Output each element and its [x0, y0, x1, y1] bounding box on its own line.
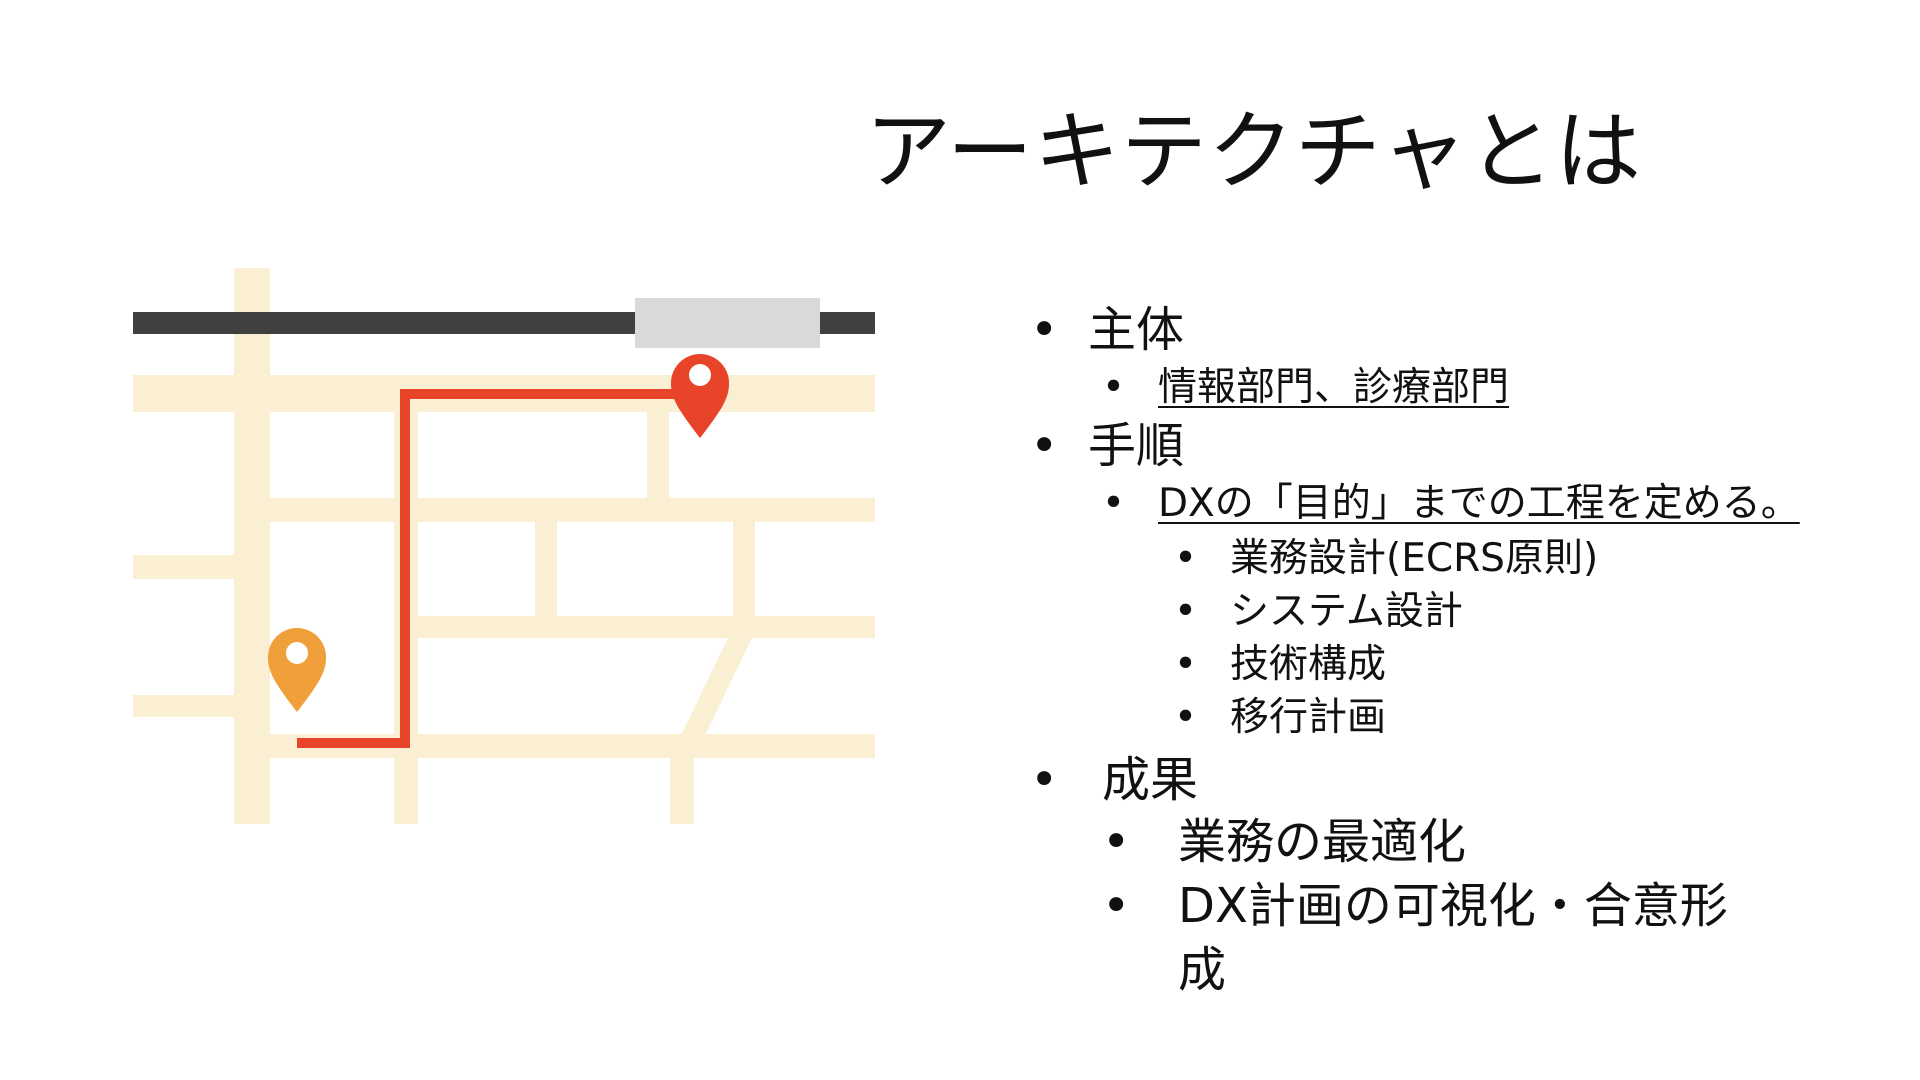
bullet-substep-business-design: • 業務設計(ECRS原則) [1030, 532, 1890, 585]
bullet-dot: • [1102, 365, 1126, 410]
bullet-dot: • [1030, 418, 1059, 474]
procedure-step-link[interactable]: DXの「目的」までの工程を定める。 [1158, 481, 1800, 526]
slide-title: アーキテクチャとは [865, 102, 1642, 202]
bullet-subject: • 主体 [1030, 302, 1185, 358]
station-block [635, 298, 820, 348]
bullet-procedure: • 手順 [1030, 418, 1185, 474]
bullet-dot: • [1174, 536, 1198, 581]
bullet-dot: • [1102, 878, 1131, 934]
bullet-dot: • [1030, 752, 1059, 808]
bullet-subject-departments[interactable]: • 情報部門、診療部門 [1030, 360, 1890, 416]
route-line [297, 389, 690, 748]
bullet-outcome: • 成果 [1030, 752, 1199, 808]
subject-departments-link[interactable]: 情報部門、診療部門 [1158, 365, 1510, 410]
bullet-outcome-optimization: • 業務の最適化 [1030, 810, 1890, 874]
bullet-substep-tech-stack: • 技術構成 [1030, 638, 1890, 691]
destination-pin-icon [671, 354, 729, 438]
bullet-substep-system-design: • システム設計 [1030, 585, 1890, 638]
bullet-outcome-visualization: • DX計画の可視化・合意形成 [1030, 874, 1890, 1002]
bullet-dot: • [1174, 589, 1198, 634]
bullet-substep-migration-plan: • 移行計画 [1030, 691, 1890, 744]
road-network [133, 268, 875, 824]
bullet-dot: • [1030, 302, 1059, 358]
bullet-dot: • [1102, 814, 1131, 870]
rail-line [133, 298, 875, 348]
bullet-dot: • [1102, 481, 1126, 526]
start-pin-icon [268, 628, 326, 712]
bullet-dot: • [1174, 695, 1198, 740]
bullet-dot: • [1174, 642, 1198, 687]
bullet-list: • 主体 • 情報部門、診療部門 • 手順 • DXの「目的」までの工程を定める… [1030, 300, 1890, 1002]
bullet-procedure-step[interactable]: • DXの「目的」までの工程を定める。 [1030, 476, 1890, 532]
